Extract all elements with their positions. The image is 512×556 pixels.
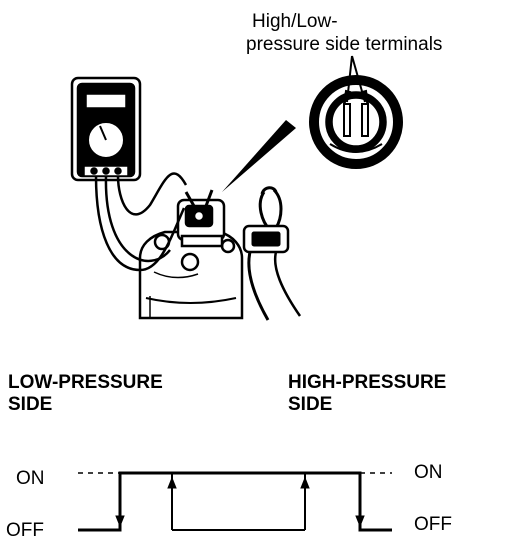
switch-state-chart — [78, 471, 392, 532]
off-label-left: OFF — [6, 520, 44, 541]
callout-line-1: High/Low- — [252, 11, 338, 32]
low-side-title-line-2: SIDE — [8, 394, 53, 415]
multimeter-icon — [70, 76, 142, 182]
harness-plug-icon — [242, 186, 302, 321]
on-label-left: ON — [16, 468, 45, 489]
high-side-title-line-2: SIDE — [288, 394, 333, 415]
pointer-wedge — [222, 120, 296, 192]
terminal-closeup-icon — [309, 75, 403, 169]
high-side-title-line-1: HIGH-PRESSURE — [288, 372, 447, 393]
on-label-right: ON — [414, 462, 443, 483]
terminal-callout-arrows — [343, 55, 369, 105]
callout-line-2: pressure side terminals — [246, 34, 443, 55]
off-label-right: OFF — [414, 514, 452, 535]
test-lead-wires — [94, 172, 188, 272]
switch-connector-icon — [176, 189, 226, 248]
low-side-title-line-1: LOW-PRESSURE — [8, 372, 163, 393]
